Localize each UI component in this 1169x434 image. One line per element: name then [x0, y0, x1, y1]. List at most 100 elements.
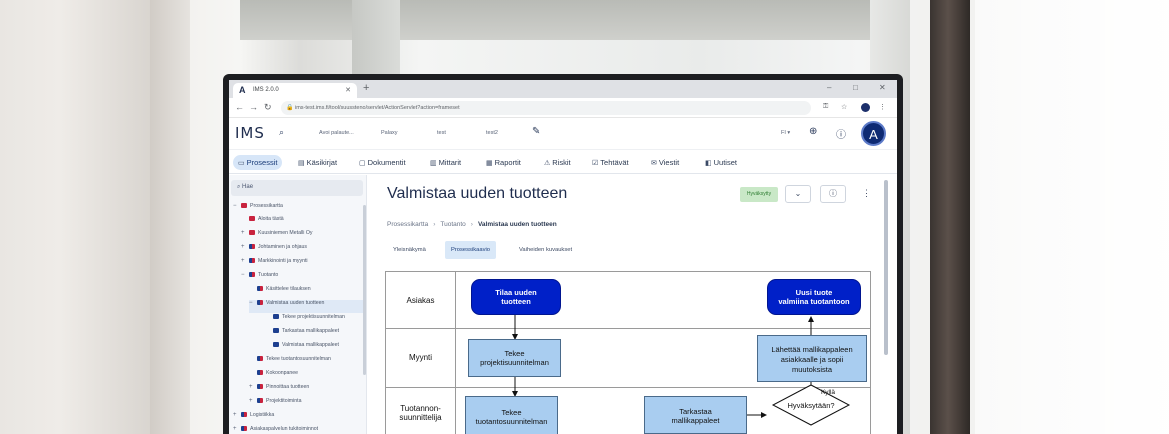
- nav-riskit[interactable]: ⚠Riskit: [539, 155, 576, 170]
- browser-menu-icon[interactable]: ⋮: [879, 104, 886, 111]
- lane-label-myynti: Myynti: [386, 329, 456, 387]
- tree-item-selected[interactable]: −Valmistaa uuden tuotteen: [249, 300, 363, 313]
- tree-item[interactable]: Tekee tuotantosuunnitelman: [257, 356, 331, 369]
- process-icon: [257, 384, 263, 390]
- tree-item[interactable]: −Tuotanto: [241, 272, 278, 285]
- task-inspect-samples[interactable]: Tarkastaa mallikappaleet: [644, 396, 747, 434]
- browser-tab[interactable]: A IMS 2.0.0 ✕: [233, 83, 357, 98]
- forward-arrow-icon[interactable]: →: [249, 102, 258, 112]
- nav-label: Raportit: [494, 158, 521, 167]
- language-select[interactable]: FI ▾: [781, 130, 791, 136]
- expand-icon[interactable]: +: [233, 412, 237, 418]
- nav-prosessit[interactable]: ▭Prosessit: [233, 155, 283, 170]
- nav-viestit[interactable]: ✉Viestit: [646, 155, 684, 170]
- message-icon: ✉: [651, 160, 657, 167]
- collapse-icon[interactable]: −: [233, 203, 237, 209]
- task-send-samples[interactable]: Lähettää mallikappaleen asiakkaalle ja s…: [757, 335, 867, 382]
- tree-item[interactable]: Aloita tästä: [249, 216, 284, 229]
- background-window-glow: [975, 0, 1169, 434]
- tree-item[interactable]: +Logistiikka: [233, 412, 274, 425]
- tree-item[interactable]: + Pinnoittaa tuotteen: [249, 384, 309, 397]
- page-title: Valmistaa uuden tuotteen: [387, 185, 568, 202]
- nav-raportit[interactable]: ▦Raportit: [481, 155, 526, 170]
- tab-prosessikaavio[interactable]: Prosessikaavio: [445, 241, 496, 259]
- tree-item[interactable]: + Markkinointi ja myynti: [241, 258, 308, 271]
- process-tree-sidebar: ⌕ Hae −Prosessikartta Aloita tästä +Kuus…: [229, 175, 367, 434]
- more-options-icon[interactable]: ⋮: [862, 188, 871, 198]
- process-icon: [257, 398, 263, 404]
- star-icon[interactable]: ☆: [841, 104, 848, 111]
- expand-icon[interactable]: +: [249, 384, 253, 390]
- breadcrumb-link[interactable]: Tuotanto: [440, 221, 466, 228]
- header-link[interactable]: Avoi palaute...: [319, 130, 354, 136]
- tree-item[interactable]: +Projektitoiminta: [249, 398, 301, 411]
- tree-label: Asiakaspalvelun tukitoiminnot: [250, 426, 319, 432]
- end-event[interactable]: Uusi tuote valmiina tuotantoon: [767, 279, 861, 315]
- help-icon[interactable]: ⓘ: [836, 130, 846, 141]
- tree-search-input[interactable]: ⌕ Hae: [231, 180, 363, 196]
- process-icon: [249, 230, 255, 236]
- tree-item[interactable]: +Johtaminen ja ohjaus: [241, 244, 307, 257]
- minimize-button[interactable]: –: [827, 83, 832, 92]
- collapse-icon[interactable]: −: [241, 272, 245, 278]
- expand-icon[interactable]: +: [241, 230, 245, 236]
- profile-icon[interactable]: [861, 103, 870, 112]
- header-link[interactable]: Palaxy: [381, 130, 398, 136]
- chart-icon: ▥: [430, 160, 437, 167]
- edit-pencil-icon[interactable]: ✎: [532, 126, 541, 137]
- breadcrumb-link[interactable]: Prosessikartta: [387, 221, 429, 228]
- nav-label: Tehtävät: [600, 158, 629, 167]
- header-link[interactable]: test2: [486, 130, 498, 136]
- background-ceiling: [240, 0, 880, 40]
- reload-icon[interactable]: ↻: [264, 102, 272, 112]
- tree-item[interactable]: Tekee projektisuunnitelman: [273, 314, 345, 327]
- tree-item[interactable]: + Asiakaspalvelun tukitoiminnot: [233, 426, 318, 434]
- close-window-button[interactable]: ✕: [879, 83, 886, 92]
- start-event[interactable]: Tilaa uuden tuotteen: [471, 279, 561, 315]
- tab-yleisnakyma[interactable]: Yleisnäkymä: [393, 247, 426, 253]
- tree-label: Tekee projektisuunnitelman: [282, 314, 345, 320]
- process-icon: [257, 300, 263, 306]
- tree-item[interactable]: Valmistaa mallikappaleet: [273, 342, 339, 355]
- task-production-plan[interactable]: Tekee tuotantosuunnitelman: [465, 396, 558, 434]
- collapse-icon[interactable]: −: [249, 300, 253, 306]
- search-icon[interactable]: ⌕: [279, 127, 285, 137]
- address-bar[interactable]: 🔒 ims-test.ims.fi/tool/suussteno/servlet…: [281, 101, 811, 115]
- header-link[interactable]: test: [437, 130, 446, 136]
- decision-label[interactable]: Hyväksytään?: [787, 401, 835, 410]
- new-tab-button[interactable]: +: [363, 82, 370, 94]
- nav-uutiset[interactable]: ◧Uutiset: [700, 155, 742, 170]
- tree-item[interactable]: +Kuusiniemen Metalli Oy: [241, 230, 313, 243]
- tab-vaiheiden-kuvaukset[interactable]: Vaiheiden kuvaukset: [519, 247, 573, 253]
- key-icon[interactable]: ⚿: [823, 103, 829, 110]
- browser-tab-bar: A IMS 2.0.0 ✕ + – □ ✕: [229, 80, 897, 98]
- tree-item[interactable]: Kokoonpanee: [257, 370, 298, 383]
- nav-mittarit[interactable]: ▥Mittarit: [425, 155, 466, 170]
- tree-label: Pinnoittaa tuotteen: [266, 384, 310, 390]
- back-arrow-icon[interactable]: ←: [235, 102, 244, 112]
- task-project-plan[interactable]: Tekee projektisuunnitelman: [468, 339, 561, 377]
- expand-icon[interactable]: +: [249, 398, 253, 404]
- user-avatar[interactable]: A: [861, 121, 886, 146]
- ims-logo[interactable]: IMS: [235, 124, 265, 142]
- globe-icon[interactable]: ⊕: [809, 126, 818, 137]
- expand-icon[interactable]: +: [233, 426, 237, 432]
- tree-item[interactable]: Käsittelee tilauksen: [257, 286, 311, 299]
- sidebar-scrollbar[interactable]: [363, 205, 366, 375]
- info-button[interactable]: ⓘ: [820, 185, 846, 203]
- breadcrumb-separator: ›: [433, 221, 436, 228]
- expand-icon[interactable]: +: [241, 258, 245, 264]
- tree-label: Markkinointi ja myynti: [258, 258, 308, 264]
- nav-label: Prosessit: [246, 158, 278, 167]
- expand-icon[interactable]: +: [241, 244, 245, 250]
- nav-dokumentit[interactable]: ▢Dokumentit: [354, 155, 411, 170]
- nav-kasikirjat[interactable]: ▤Käsikirjat: [293, 155, 342, 170]
- chevron-down-button[interactable]: ⌄: [785, 185, 811, 203]
- maximize-button[interactable]: □: [853, 83, 858, 92]
- tree-item[interactable]: Tarkastaa mallikappaleet: [273, 328, 339, 341]
- content-scrollbar[interactable]: [884, 180, 888, 355]
- tree-item[interactable]: −Prosessikartta: [233, 203, 363, 216]
- nav-tehtavat[interactable]: ☑Tehtävät: [587, 155, 634, 170]
- tree-label: Tarkastaa mallikappaleet: [282, 328, 340, 334]
- close-tab-icon[interactable]: ✕: [345, 87, 351, 94]
